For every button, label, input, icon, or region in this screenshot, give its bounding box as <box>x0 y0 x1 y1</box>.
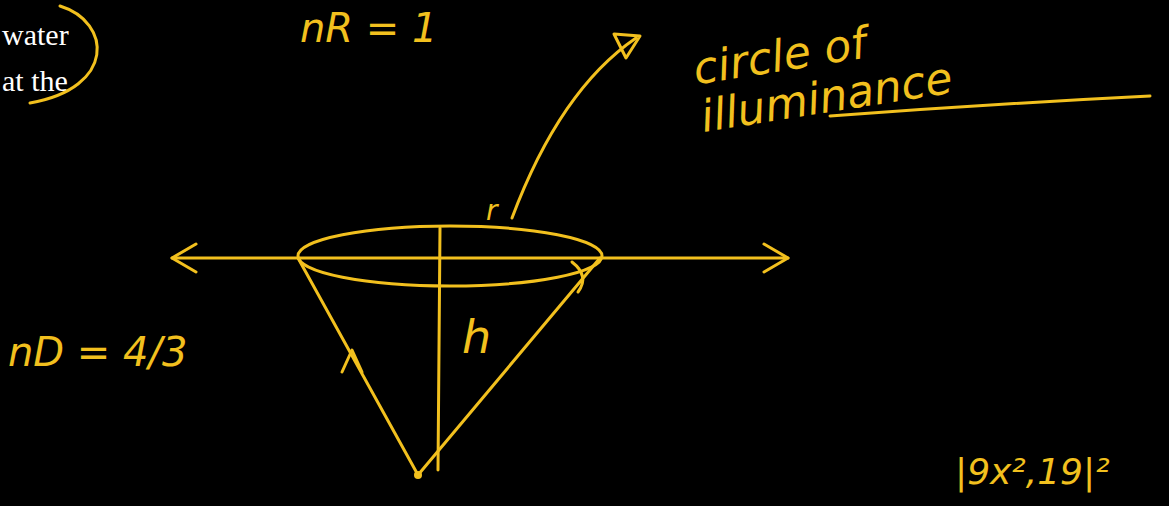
water-surface <box>172 257 788 260</box>
surface-arrowhead-left <box>172 244 196 272</box>
cone-right-ray <box>418 258 600 475</box>
illuminance-circle <box>298 226 602 286</box>
pointer-arrow <box>512 38 636 218</box>
pointer-arrowhead <box>614 34 640 58</box>
problem-text: water <box>2 18 69 51</box>
radius-symbol: r <box>486 196 498 227</box>
depth-symbol: h <box>462 312 491 363</box>
cone-left-ray <box>298 258 418 475</box>
depth-line <box>438 228 440 470</box>
critical-angle-mark <box>572 262 583 292</box>
light-source <box>414 471 422 479</box>
circle-label: circle of illuminance <box>690 2 982 141</box>
surface-arrowhead-right <box>764 244 788 272</box>
problem-text: at the <box>2 64 68 97</box>
refractive-index: nR = 1 <box>300 6 438 50</box>
refractive-index: nD = 4/3 <box>8 330 187 374</box>
working-note: |9x²,19|² <box>955 452 1110 492</box>
ray-direction-arrow <box>342 350 362 372</box>
